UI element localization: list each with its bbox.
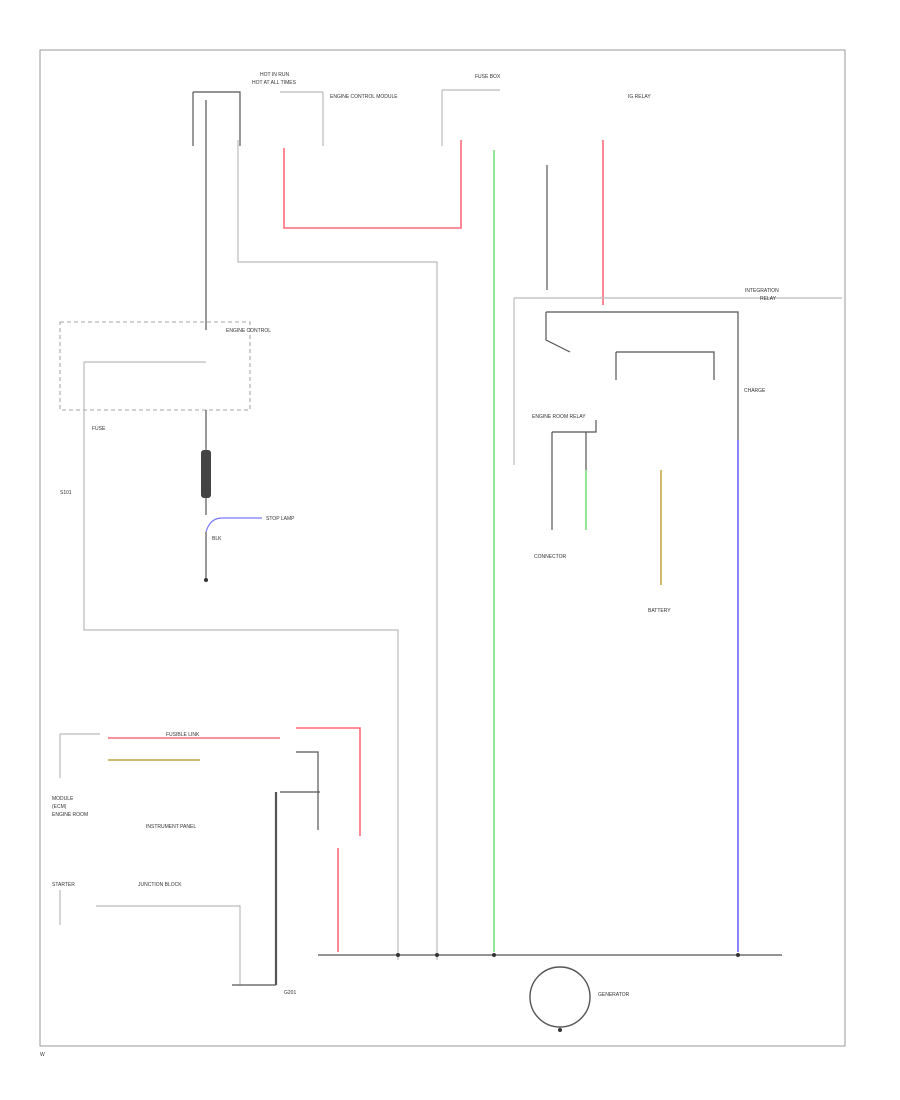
starter-connector	[59, 890, 241, 985]
label-charge: CHARGE	[744, 388, 766, 394]
label-ecm-left3: (ECM)	[52, 804, 67, 810]
wire-left-gray	[237, 140, 438, 960]
bus-node-4	[736, 953, 740, 957]
label-ecm-left: ENGINE CONTROL	[226, 328, 271, 334]
wire-lower-circuit	[280, 751, 320, 830]
wire-red-top	[283, 140, 462, 229]
ground-left-terminal	[204, 578, 208, 582]
top-left-connector: HOT IN RUN HOT AT ALL TIMES ENGINE CONTR…	[192, 72, 398, 146]
label-ecm-top: ENGINE CONTROL MODULE	[330, 94, 398, 100]
wire-red-lower	[108, 727, 361, 836]
diagram-frame	[39, 49, 846, 1047]
top-right-connector: FUSE BOX IG RELAY	[441, 74, 651, 146]
bus-node-3	[492, 953, 496, 957]
label-ecm-left2: MODULE	[52, 796, 74, 802]
label-integration: INTEGRATION	[745, 288, 779, 294]
label-inst-panel: INSTRUMENT PANEL	[146, 824, 196, 830]
wire-blue-curve	[205, 517, 262, 533]
label-starter: STARTER	[52, 882, 75, 888]
label-junction-block: JUNCTION BLOCK	[138, 882, 182, 888]
label-splice: S101	[60, 490, 72, 496]
dashed-box-left	[59, 321, 251, 411]
generator-symbol	[529, 966, 591, 1028]
bus-node-2	[435, 953, 439, 957]
label-hot-in-run: HOT IN RUN	[260, 72, 289, 78]
label-hot-at-all-times: HOT AT ALL TIMES	[252, 80, 297, 86]
label-stop-lamp: STOP LAMP	[266, 516, 295, 522]
label-ecm-left4: ENGINE ROOM	[52, 812, 88, 818]
bus-node-1	[396, 953, 400, 957]
fusible-link	[201, 450, 211, 498]
relay-switch	[551, 420, 597, 470]
label-ig-relay: IG RELAY	[628, 94, 651, 100]
relay-circuit	[545, 311, 739, 440]
ecm-connector-left	[59, 733, 100, 778]
label-fusible: FUSIBLE LINK	[166, 732, 200, 738]
label-fuse-left: FUSE	[92, 426, 106, 432]
label-fuse-box: FUSE BOX	[475, 74, 501, 80]
label-battery: BATTERY	[648, 608, 671, 614]
label-engine-relay: ENGINE ROOM RELAY	[532, 414, 586, 420]
footer-code: W	[40, 1052, 45, 1058]
generator-terminal	[558, 1028, 562, 1032]
label-generator: GENERATOR	[598, 992, 630, 998]
wire-relay-box	[513, 297, 842, 465]
label-ground-bottom: G201	[284, 990, 296, 996]
label-connector: CONNECTOR	[534, 554, 567, 560]
label-relay: RELAY	[760, 296, 777, 302]
wire-left-box	[83, 361, 399, 960]
label-wire-bt: BLK	[212, 536, 222, 542]
